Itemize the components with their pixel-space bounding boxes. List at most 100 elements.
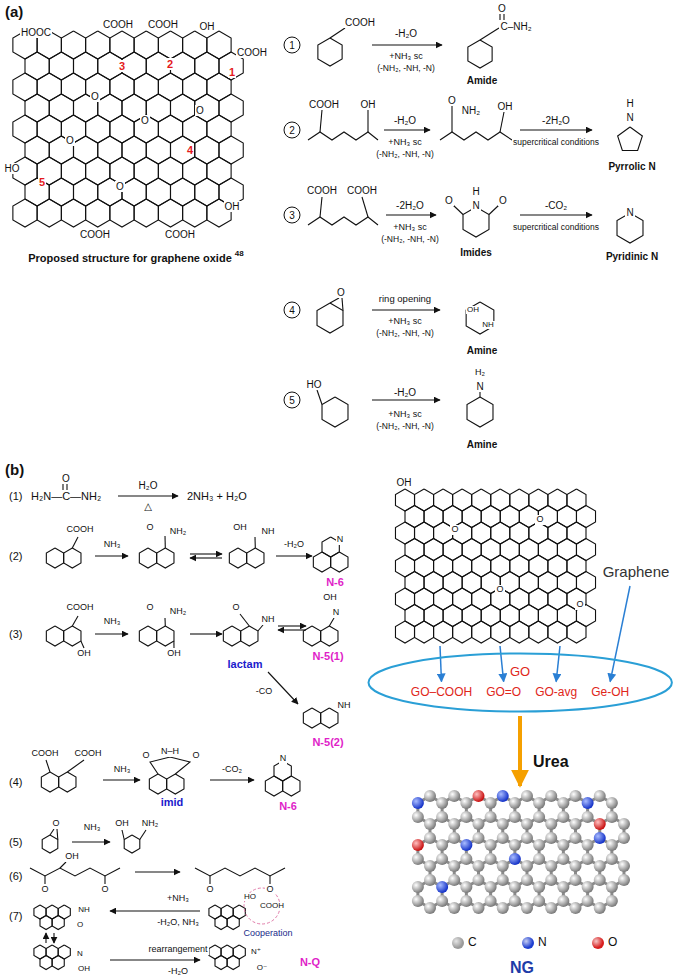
outline-circle xyxy=(284,37,300,53)
atom-ball xyxy=(436,811,448,823)
bond-line xyxy=(13,199,37,227)
atom-ball xyxy=(448,902,460,914)
bond-line xyxy=(158,31,182,59)
bond-line xyxy=(195,178,219,206)
bond-line xyxy=(73,178,97,206)
atom-ball xyxy=(606,881,618,893)
atom-ball xyxy=(424,874,436,886)
step-number: (3) xyxy=(8,628,23,640)
bond-line xyxy=(466,302,494,334)
atom-label: O xyxy=(447,95,457,106)
atom-label: O xyxy=(145,603,154,613)
atom-label: N xyxy=(76,950,84,959)
reaction-arrow xyxy=(372,44,442,45)
condition-label: +NH₃ sc xyxy=(392,223,427,233)
atom-label: OH xyxy=(166,649,182,659)
bond-line xyxy=(472,621,491,643)
atom-label: OH xyxy=(466,306,480,315)
bond-line xyxy=(104,876,105,884)
atom-label: HO xyxy=(243,893,257,902)
bond-line xyxy=(42,835,58,853)
bond-line xyxy=(173,641,174,648)
atom-label: O xyxy=(231,603,240,613)
atom-label: COOH xyxy=(147,19,179,30)
bond-line xyxy=(318,38,342,66)
condition-label: -2H₂O xyxy=(395,200,425,211)
bond-line xyxy=(330,28,345,38)
bond-line xyxy=(308,217,378,225)
bond-line xyxy=(219,94,243,122)
ellipse-outline xyxy=(368,654,671,712)
atom-ball xyxy=(460,797,472,809)
atom-ball xyxy=(533,797,545,809)
atom-ball xyxy=(497,790,509,802)
bond-line xyxy=(207,157,231,185)
atom-ball xyxy=(509,895,521,907)
product-name: Imides xyxy=(459,247,493,258)
bond-line xyxy=(548,621,567,643)
bond-line xyxy=(367,110,368,132)
bond-line xyxy=(134,31,158,59)
group-member: GO=O xyxy=(486,685,521,699)
bond-line xyxy=(134,73,158,101)
bond-line xyxy=(500,112,504,132)
atom-label: O xyxy=(265,885,274,895)
atom-ball xyxy=(448,874,460,886)
atom-ball xyxy=(569,790,581,802)
site-number: 2 xyxy=(166,58,174,70)
bond-line xyxy=(49,94,73,122)
atom-label: O xyxy=(535,515,544,525)
site-number: 5 xyxy=(38,176,46,188)
condition-label: +NH₃ sc xyxy=(387,410,422,420)
atom-label: NH xyxy=(77,906,91,915)
legend-item: N xyxy=(522,936,547,949)
atom-ball xyxy=(582,811,594,823)
bond-line xyxy=(362,197,368,217)
legend-item: C xyxy=(452,936,477,949)
product-name: Amide xyxy=(466,75,499,86)
bond-line xyxy=(164,618,165,626)
bond-line xyxy=(320,197,322,217)
condition-label: -H₂O xyxy=(283,540,305,550)
atom-ball xyxy=(606,811,618,823)
atom-label: O xyxy=(141,751,150,761)
ellipse-outline xyxy=(367,652,673,713)
reaction-arrow xyxy=(190,633,222,634)
atom-ball xyxy=(497,860,509,872)
bond-line xyxy=(567,621,586,643)
atom-ball xyxy=(509,853,521,865)
step-number: (7) xyxy=(8,910,23,922)
bond-line xyxy=(86,31,110,59)
reaction-arrow xyxy=(520,129,592,130)
condition-label: ring opening xyxy=(378,294,432,304)
reaction-arrow xyxy=(556,646,560,682)
bond-line xyxy=(274,761,291,781)
reaction-arrow xyxy=(276,555,312,556)
bond-line xyxy=(480,28,499,40)
condition-label: +NH₃ xyxy=(166,894,190,904)
bond-line xyxy=(46,760,50,772)
structure-caption: Proposed structure for graphene oxide xyxy=(27,252,233,264)
atom-ball xyxy=(582,853,594,865)
bond-line xyxy=(451,106,452,132)
bond-line xyxy=(52,956,64,970)
atom-ball xyxy=(485,853,497,865)
atom-label: COOH xyxy=(31,749,60,759)
bond-line xyxy=(617,213,643,243)
condition-label: (-NH₂, -NH, -N) xyxy=(380,235,440,244)
atom-ball xyxy=(436,839,448,851)
bond-line xyxy=(491,621,510,643)
bond-line xyxy=(342,298,343,311)
bond-line xyxy=(56,829,58,840)
bond-line xyxy=(25,52,49,80)
atom-label: COOH xyxy=(66,525,95,535)
group-member: Ge-OH xyxy=(591,685,629,699)
reaction-arrow xyxy=(72,841,110,842)
condition-label: NH₃ xyxy=(103,540,122,550)
atom-label: O xyxy=(40,885,49,895)
bond-line xyxy=(110,31,134,59)
atom-label: O xyxy=(195,105,205,116)
bond-line xyxy=(72,616,78,626)
step-number: (6) xyxy=(8,870,23,882)
legend-swatch xyxy=(522,937,534,949)
